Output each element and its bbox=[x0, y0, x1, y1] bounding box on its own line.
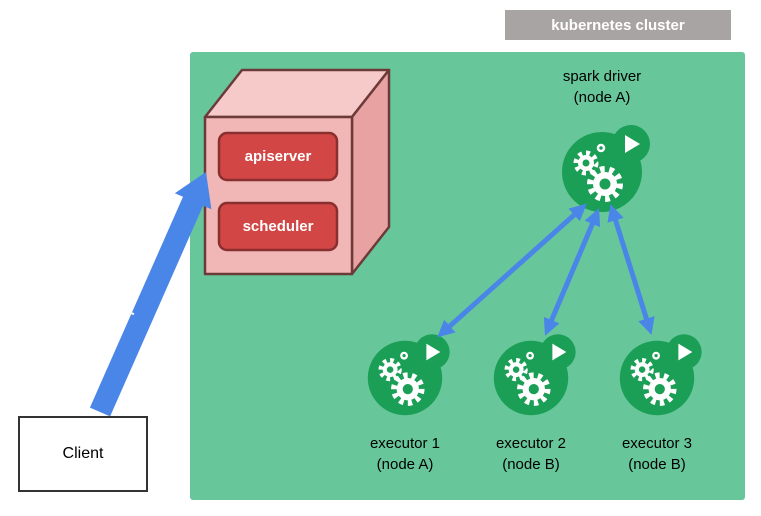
executor-3-node: (node B) bbox=[628, 456, 686, 473]
spark-driver-title: spark driver bbox=[562, 68, 642, 85]
arrow-driver-executor-3 bbox=[607, 204, 655, 335]
arrow-driver-executor-2 bbox=[543, 208, 601, 336]
executor-1-title: executor 1 bbox=[369, 435, 441, 452]
executor-1-label: executor 1 (node A) bbox=[340, 433, 470, 475]
executor-1-node: (node A) bbox=[376, 456, 434, 473]
executor-3-title: executor 3 bbox=[621, 435, 693, 452]
executor-2-label: executor 2 (node B) bbox=[466, 433, 596, 475]
executor-2-title: executor 2 bbox=[495, 435, 567, 452]
spark-driver-node: (node A) bbox=[573, 89, 631, 106]
control-plane-box bbox=[203, 68, 391, 276]
cluster-label-bg bbox=[505, 10, 731, 40]
client-box: Client bbox=[18, 416, 148, 492]
executor-3-label: executor 3 (node B) bbox=[592, 433, 722, 475]
spark-submit-arrow bbox=[89, 172, 212, 417]
client-label: Client bbox=[62, 445, 104, 462]
executor-2-node: (node B) bbox=[502, 456, 560, 473]
apiserver-label: apiserver bbox=[244, 148, 312, 165]
driver-executor-arrows bbox=[437, 203, 655, 338]
kubernetes-cluster-label: kubernetes cluster bbox=[551, 16, 685, 34]
scheduler-box bbox=[217, 201, 339, 252]
scheduler-label: scheduler bbox=[242, 218, 314, 235]
apiserver-box bbox=[217, 131, 339, 182]
spark-driver-label: spark driver (node A) bbox=[512, 66, 692, 108]
